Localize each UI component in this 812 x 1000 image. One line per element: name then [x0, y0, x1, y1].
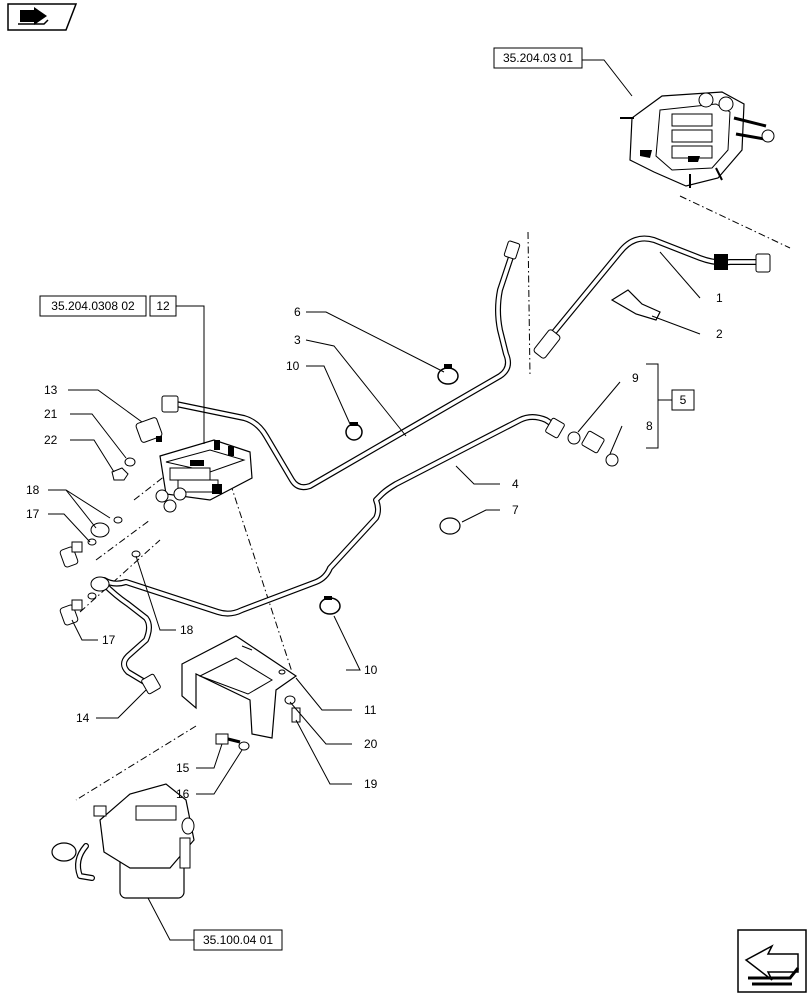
filter-assembly: [51, 783, 195, 899]
adapter-5-8-9: [567, 430, 619, 467]
leader-lines: [48, 251, 701, 795]
svg-text:35.204.0308 02: 35.204.0308 02: [51, 299, 135, 313]
callout-10-lower: 10: [364, 663, 378, 677]
washer-20: [284, 695, 296, 705]
callout-19: 19: [364, 777, 378, 791]
nut-22: [111, 467, 129, 481]
callout-21: 21: [44, 407, 58, 421]
hose-1: [533, 235, 771, 359]
callout-8: 8: [646, 419, 653, 433]
washer-21: [124, 457, 136, 467]
connection-lines: [75, 195, 791, 801]
control-valve-block: [155, 439, 253, 513]
pipe-4: [101, 414, 565, 617]
callout-16: 16: [176, 787, 190, 801]
pipe-3: [161, 240, 521, 491]
bolt-19: [291, 707, 301, 723]
clip-2: [610, 289, 661, 321]
book-arrow-icon[interactable]: [7, 3, 78, 31]
fitting-13: [135, 417, 163, 443]
callout-10-upper: 10: [286, 359, 300, 373]
callout-22: 22: [44, 433, 58, 447]
svg-text:5: 5: [680, 393, 687, 407]
washer-16: [238, 741, 250, 751]
callout-15: 15: [176, 761, 190, 775]
callout-14: 14: [76, 711, 90, 725]
ref-box-item-12[interactable]: 12: [149, 295, 177, 317]
clamp-10-lower: [319, 596, 341, 615]
ref-box-control-valve[interactable]: 35.204.0308 02: [39, 295, 147, 317]
callout-17-upper: 17: [26, 507, 40, 521]
banjo-fittings-18: [87, 516, 141, 600]
callout-18-upper: 18: [26, 483, 40, 497]
callout-13: 13: [44, 383, 58, 397]
bracket-11: [181, 635, 298, 739]
callout-numbers: 1 2 3 4 6 7 8 9 10 10 11 13 21 22 18 17 …: [26, 291, 723, 801]
clamp-10-upper: [345, 422, 363, 441]
bolt-15: [215, 733, 241, 745]
callout-4: 4: [512, 477, 519, 491]
callout-1: 1: [716, 291, 723, 305]
callout-18-lower: 18: [180, 623, 194, 637]
callout-9: 9: [632, 371, 639, 385]
ref-box-item-5[interactable]: 5: [671, 389, 695, 411]
svg-text:12: 12: [156, 299, 170, 313]
callout-3: 3: [294, 333, 301, 347]
clamp-6: [437, 364, 459, 385]
ref-box-filter[interactable]: 35.100.04 01: [193, 929, 283, 951]
banjo-bolt-17-lower: [59, 599, 83, 626]
plug-7: [439, 517, 461, 535]
svg-text:35.100.04 01: 35.100.04 01: [203, 933, 273, 947]
callout-17-lower: 17: [102, 633, 116, 647]
next-page-arrow-icon[interactable]: [737, 929, 807, 993]
banjo-bolt-17-upper: [59, 541, 83, 568]
callout-20: 20: [364, 737, 378, 751]
callout-6: 6: [294, 305, 301, 319]
pipe-return: [101, 581, 161, 695]
callout-2: 2: [716, 327, 723, 341]
callout-7: 7: [512, 503, 519, 517]
svg-text:35.204.03 01: 35.204.03 01: [503, 51, 573, 65]
callout-11: 11: [364, 703, 377, 717]
remote-valve-assembly: [620, 91, 775, 188]
ref-box-top-valve[interactable]: 35.204.03 01: [493, 47, 583, 69]
